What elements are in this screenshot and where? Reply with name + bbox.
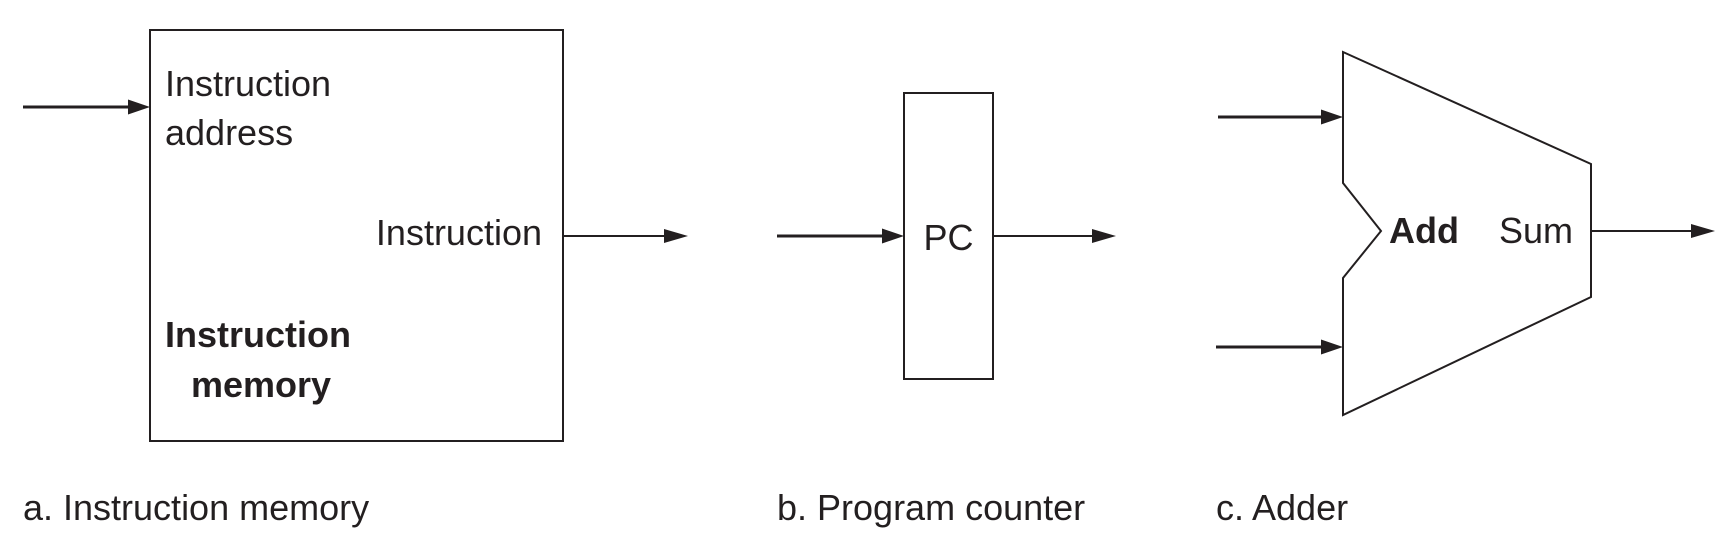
- pc-label: PC: [923, 217, 973, 258]
- instruction-memory-name-line2: memory: [191, 364, 331, 405]
- instruction-output-arrow: [563, 229, 688, 243]
- adder-caption: c. Adder: [1216, 487, 1348, 528]
- adder-body: [1342, 50, 1592, 417]
- instruction-address-input-arrow: [23, 99, 150, 115]
- instruction-memory-element: Instruction address Instruction Instruct…: [23, 29, 688, 528]
- adder-sum-label: Sum: [1499, 210, 1573, 251]
- pc-output-arrow: [993, 229, 1116, 243]
- program-counter-element: PC b. Program counter: [777, 92, 1116, 528]
- adder-input-b-arrow: [1216, 339, 1343, 355]
- pc-register-box: [903, 92, 994, 380]
- instruction-memory-name-line1: Instruction: [165, 314, 351, 355]
- instruction-output-label: Instruction: [376, 212, 542, 253]
- program-counter-caption: b. Program counter: [777, 487, 1085, 528]
- adder-name-label: Add: [1389, 210, 1459, 251]
- instruction-address-label-line1: Instruction: [165, 63, 331, 104]
- adder-input-a-arrow: [1218, 109, 1343, 125]
- pc-input-arrow: [777, 228, 904, 244]
- adder-element: Add Sum c. Adder: [1216, 50, 1715, 528]
- adder-output-arrow: [1591, 224, 1715, 238]
- instruction-memory-caption: a. Instruction memory: [23, 487, 369, 528]
- instruction-memory-box: [149, 29, 564, 442]
- instruction-address-label-line2: address: [165, 112, 293, 153]
